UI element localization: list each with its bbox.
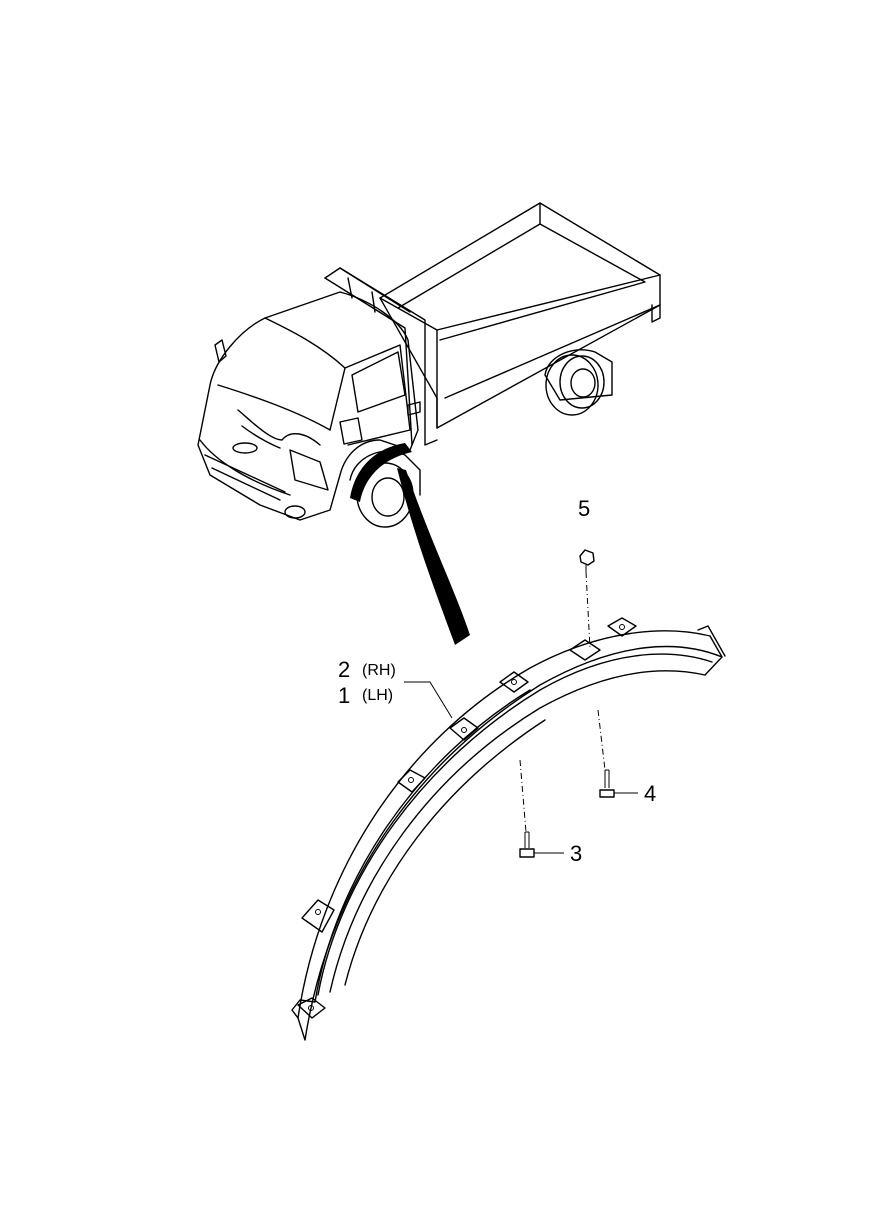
callout-number-4: 4 <box>644 781 656 806</box>
axis-line-4 <box>597 709 606 771</box>
cab-body <box>197 291 421 521</box>
callout-number-5: 5 <box>578 496 590 521</box>
rear-wheel <box>544 349 613 416</box>
callout-note-lh: (LH) <box>362 687 393 704</box>
callout-number-2: 2 <box>338 657 350 682</box>
leader-lines <box>404 681 638 854</box>
callout-number-1: 1 <box>338 683 350 708</box>
leader-line-1-2 <box>404 681 453 719</box>
cargo-bed <box>379 202 661 429</box>
wheel-arch-cover-part <box>291 617 726 1041</box>
callout-note-rh: (RH) <box>362 662 396 679</box>
fasteners <box>519 549 615 858</box>
highlighted-wheel-arch <box>350 443 412 502</box>
truck-illustration <box>197 202 661 645</box>
screw-part-4 <box>599 769 615 798</box>
callout-labels: 2 (RH) 1 (LH) 3 4 5 <box>338 496 656 866</box>
callout-number-3: 3 <box>570 841 582 866</box>
axis-line-3 <box>519 759 527 833</box>
clip-part-5 <box>579 549 595 572</box>
axis-line-5 <box>585 571 591 649</box>
screw-part-3 <box>519 831 535 858</box>
roof-rack <box>324 267 438 446</box>
front-wheel <box>349 443 421 528</box>
location-pointer-arrow <box>397 468 470 645</box>
